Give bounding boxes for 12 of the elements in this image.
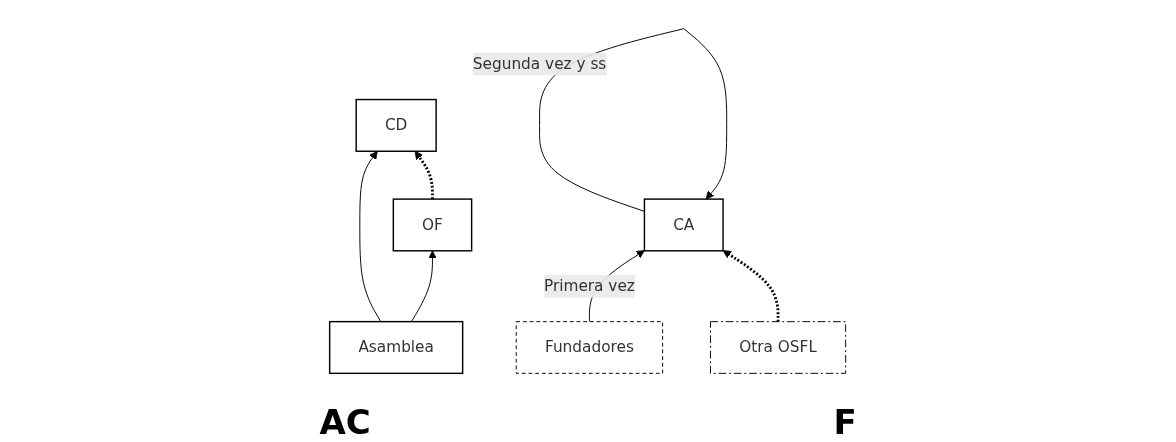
- node-box: Fundadores: [516, 321, 664, 374]
- node-box: Asamblea: [329, 320, 464, 375]
- node-box: CA: [644, 198, 725, 252]
- panel-caption: AC: [319, 402, 371, 442]
- node-box: OF: [392, 198, 473, 252]
- arrow: [723, 250, 780, 322]
- panel-caption: F: [833, 402, 857, 442]
- node-box: CD: [355, 98, 438, 152]
- edge-label: Segunda vez y ss: [473, 54, 607, 73]
- edge-label: Primera vez: [544, 276, 636, 295]
- arrow: [415, 150, 435, 200]
- node-box: Otra OSFL: [710, 321, 847, 374]
